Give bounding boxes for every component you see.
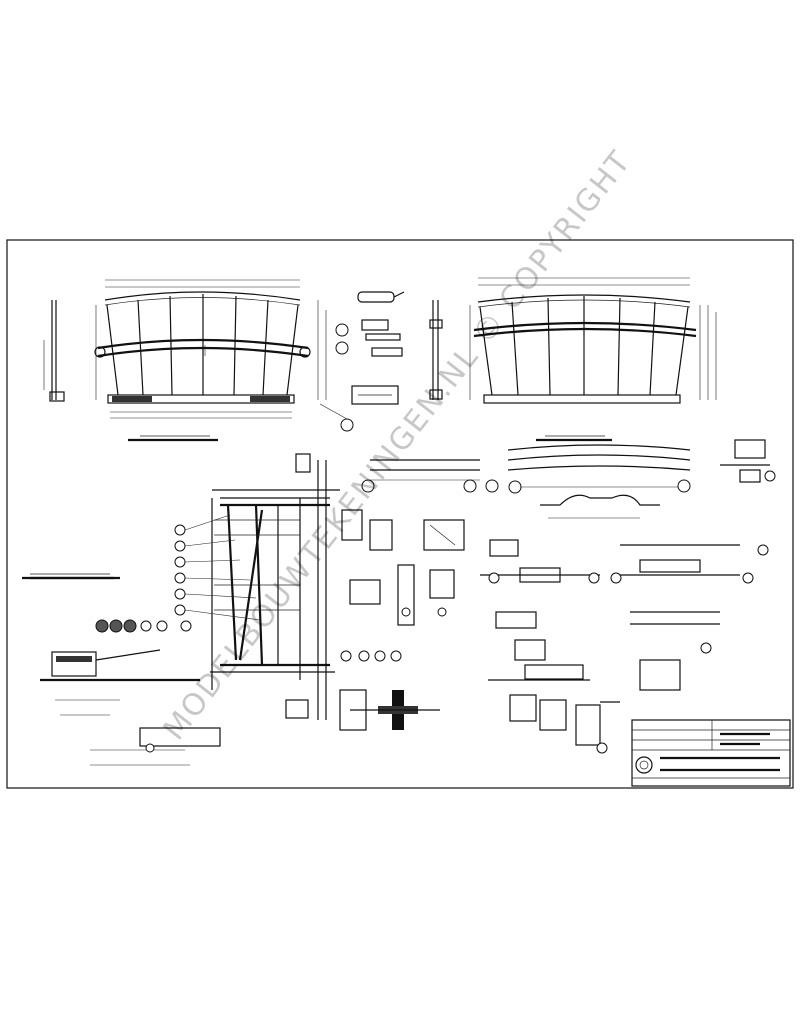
detail-clamps-top	[319, 291, 405, 432]
seat-rail-details	[361, 435, 776, 519]
sheet-border	[6, 239, 794, 789]
main-side-section	[174, 453, 340, 720]
title-block	[631, 719, 791, 787]
rear-view-left	[43, 279, 327, 442]
bracket-bolt-details	[285, 509, 769, 754]
front-view-right	[429, 277, 717, 404]
